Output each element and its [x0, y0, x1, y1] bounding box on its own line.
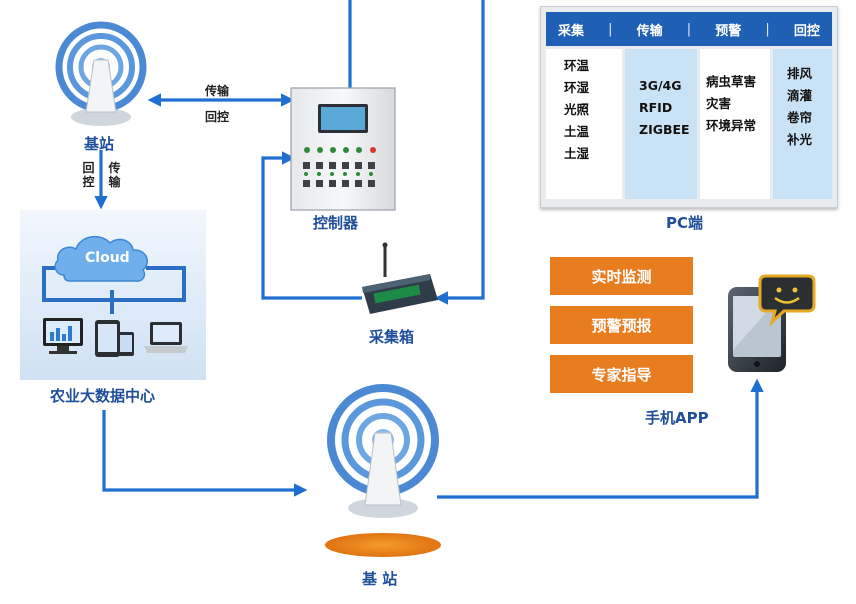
pc-warning-item: 环境异常 [706, 118, 757, 133]
pc-control-item: 补光 [787, 132, 813, 147]
pc-collect-item: 环湿 [564, 80, 590, 95]
vertical-transmit-label: 传输 [108, 161, 121, 189]
base-station-top-icon [55, 21, 147, 126]
pc-warning-item: 灾害 [706, 96, 732, 111]
data-center-label: 农业大数据中心 [50, 387, 156, 405]
pc-collect-item: 环温 [564, 58, 590, 73]
pc-panel: 采集 | 传输 | 预警 | 回控 环温 环湿 光照 土温 土湿 3G/4G R… [540, 6, 838, 208]
pc-collect-column: 环温 环湿 光照 土温 土湿 [546, 49, 622, 199]
mobile-app-label: 手机APP [645, 409, 709, 427]
pc-control-item: 排风 [787, 66, 813, 81]
pc-control-column: 排风 滴灌 卷帘 补光 [773, 49, 832, 199]
pc-header-separator: | [608, 21, 613, 37]
pc-collect-item: 光照 [564, 102, 590, 117]
pc-transmit-item: 3G/4G [639, 78, 682, 93]
connector-lines [94, 0, 764, 499]
pc-collect-item: 土温 [564, 124, 590, 139]
pc-label: PC端 [666, 214, 704, 232]
chat-bubble-icon [758, 274, 816, 327]
base-station-bottom-icon [325, 384, 441, 557]
pc-transmit-item: RFID [639, 100, 673, 115]
collection-box-icon [362, 242, 438, 314]
pc-header-collect: 采集 [558, 23, 585, 39]
pc-control-item: 卷帘 [787, 110, 813, 125]
pc-transmit-item: ZIGBEE [639, 122, 690, 137]
pc-header-transmit: 传输 [636, 23, 663, 39]
warning-forecast-button[interactable]: 预警预报 [550, 306, 693, 344]
pc-transmit-column: 3G/4G RFID ZIGBEE [625, 49, 697, 199]
pc-collect-item: 土湿 [564, 146, 590, 161]
vertical-return-label: 回控 [82, 161, 95, 189]
cloud-label: Cloud [85, 250, 130, 266]
data-center-box [20, 210, 206, 380]
controller-cabinet-icon [290, 87, 396, 211]
pc-warning-column: 病虫草害 灾害 环境异常 [700, 49, 770, 199]
pc-warning-item: 病虫草害 [706, 74, 757, 89]
pc-header-warning: 预警 [715, 23, 742, 39]
pc-header-separator: | [765, 21, 770, 37]
expert-guidance-button[interactable]: 专家指导 [550, 355, 693, 393]
pc-header-control: 回控 [793, 23, 820, 39]
return-control-label: 回控 [205, 110, 230, 124]
transmit-label: 传输 [205, 84, 230, 98]
realtime-monitor-button[interactable]: 实时监测 [550, 257, 693, 295]
pc-control-item: 滴灌 [787, 88, 813, 103]
collection-box-label: 采集箱 [369, 328, 415, 346]
controller-label: 控制器 [313, 214, 359, 232]
pc-header-separator: | [686, 21, 692, 37]
base-station-bottom-label: 基 站 [362, 570, 398, 588]
base-station-top-label: 基站 [84, 135, 115, 153]
pc-panel-header: 采集 | 传输 | 预警 | 回控 [546, 12, 832, 46]
